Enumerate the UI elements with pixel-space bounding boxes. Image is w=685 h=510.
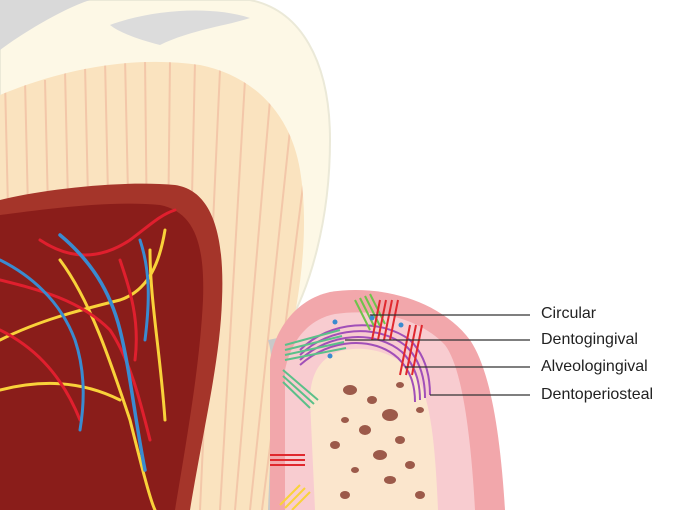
pulp-inner bbox=[0, 204, 203, 510]
label-circular: Circular bbox=[541, 305, 596, 323]
label-alveologingival: Alveologingival bbox=[541, 358, 648, 376]
label-dentogingival: Dentogingival bbox=[541, 331, 638, 349]
label-dentoperiosteal: Dentoperiosteal bbox=[541, 386, 653, 404]
